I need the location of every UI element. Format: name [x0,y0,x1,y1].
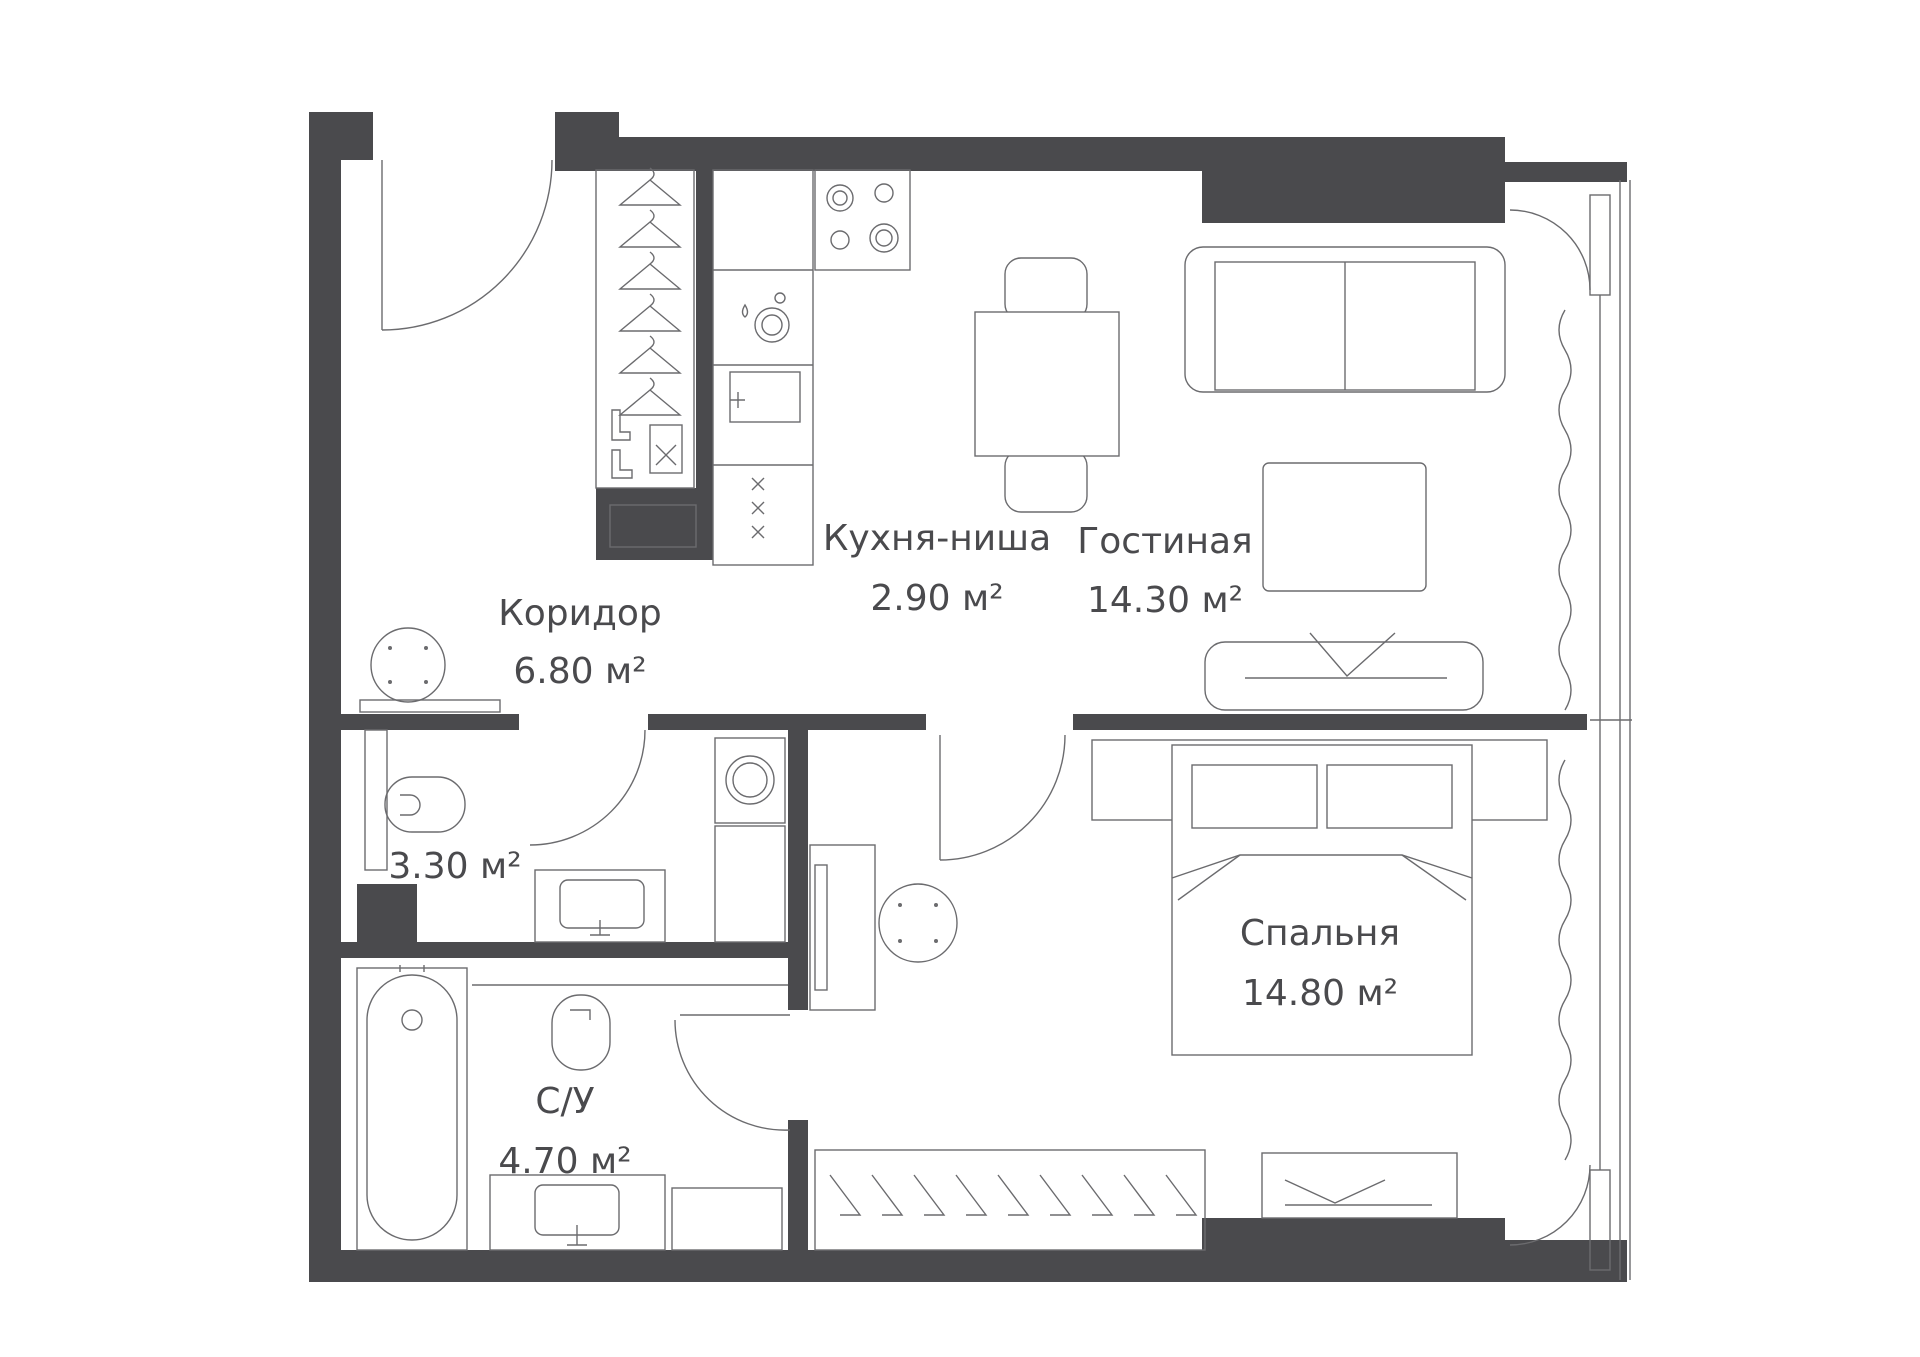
window-frame-top [1589,194,1611,296]
hanger-icon [829,1174,1198,1216]
dining-set [974,257,1120,513]
faucet-icon [730,392,745,408]
room-name-bedroom: Спальня [1240,913,1400,954]
room-labels: Коридор 6.80 м² Кухня-ниша 2.90 м² Гости… [388,518,1400,1182]
wall-wardrobe-right [696,170,713,560]
chair-bottom [1004,449,1088,513]
wall-top-beam [1202,137,1505,223]
bedroom-cabinet [809,844,876,1011]
bathtub [356,965,468,1251]
wall-wardrobe-bottom [596,488,713,560]
room-area-bathroom: 4.70 м² [498,1141,631,1182]
door-entry-swing [381,159,553,331]
room-name-kitchen: Кухня-ниша [823,518,1051,559]
wall-left [309,112,341,1282]
door-bathroom-swing [674,1019,791,1131]
burner-icon [826,183,899,253]
room-name-corridor: Коридор [498,593,662,634]
tv-stand-bedroom [1261,1152,1458,1219]
wall-wc-bottom [341,942,808,958]
shoes-icon [611,409,683,479]
wall-corridor-bottom-left [341,714,519,730]
wall-right-bottom-pier [1505,1240,1627,1260]
sink-kitchen [729,371,801,423]
windows [1558,180,1632,1280]
wall-shaft [357,884,417,942]
wall-bath-right [788,1120,808,1250]
wardrobe-bedroom [814,1149,1206,1251]
door-wc-swing [529,729,646,846]
round-table-bedroom [878,883,958,963]
coffee-table [1262,462,1427,592]
toilet-bath [472,984,788,1071]
tv-stand-living [1204,632,1484,711]
room-area-kitchen: 2.90 м² [870,578,1003,619]
chair-top [1004,257,1088,321]
sink-wc [534,869,666,943]
wall-top-right-pier [1505,162,1627,182]
wall-living-bottom [1073,714,1587,730]
room-area-corridor: 6.80 м² [513,651,646,692]
wardrobe-corridor [595,167,697,548]
kitchen-unit [712,169,911,566]
room-name-living: Гостиная [1077,521,1252,562]
room-area-bedroom: 14.80 м² [1242,973,1398,1014]
doors [381,159,1591,1246]
sink-bath [489,1174,783,1251]
fridge-icon [741,292,790,343]
curtain-bedroom [1558,759,1572,1161]
room-area-living: 14.30 м² [1087,580,1243,621]
walls [309,112,1627,1282]
wall-top-left-stub [309,112,373,160]
door-bedroom-swing [939,734,1066,861]
dining-table [974,311,1120,457]
dishwasher-icon [751,477,765,539]
cooktop [814,169,911,271]
room-name-bathroom: С/У [535,1081,594,1122]
pillow-left [1191,764,1318,829]
washing-machine-icon [714,737,786,943]
sofa [1184,246,1506,393]
round-ottoman-corridor [359,627,501,713]
door-balcony-bottom [1509,1164,1591,1246]
pillow-right [1326,764,1453,829]
door-balcony-top [1509,209,1591,291]
curtain-living [1558,309,1572,711]
bed [1171,744,1473,1056]
room-area-wc: 3.30 м² [388,846,521,887]
wall-wc-right [788,730,808,1010]
wall-bottom-beam [1202,1218,1505,1258]
wall-corridor-bottom-mid [648,714,926,730]
hanger-icon [618,167,682,416]
toilet-wc [364,729,466,871]
